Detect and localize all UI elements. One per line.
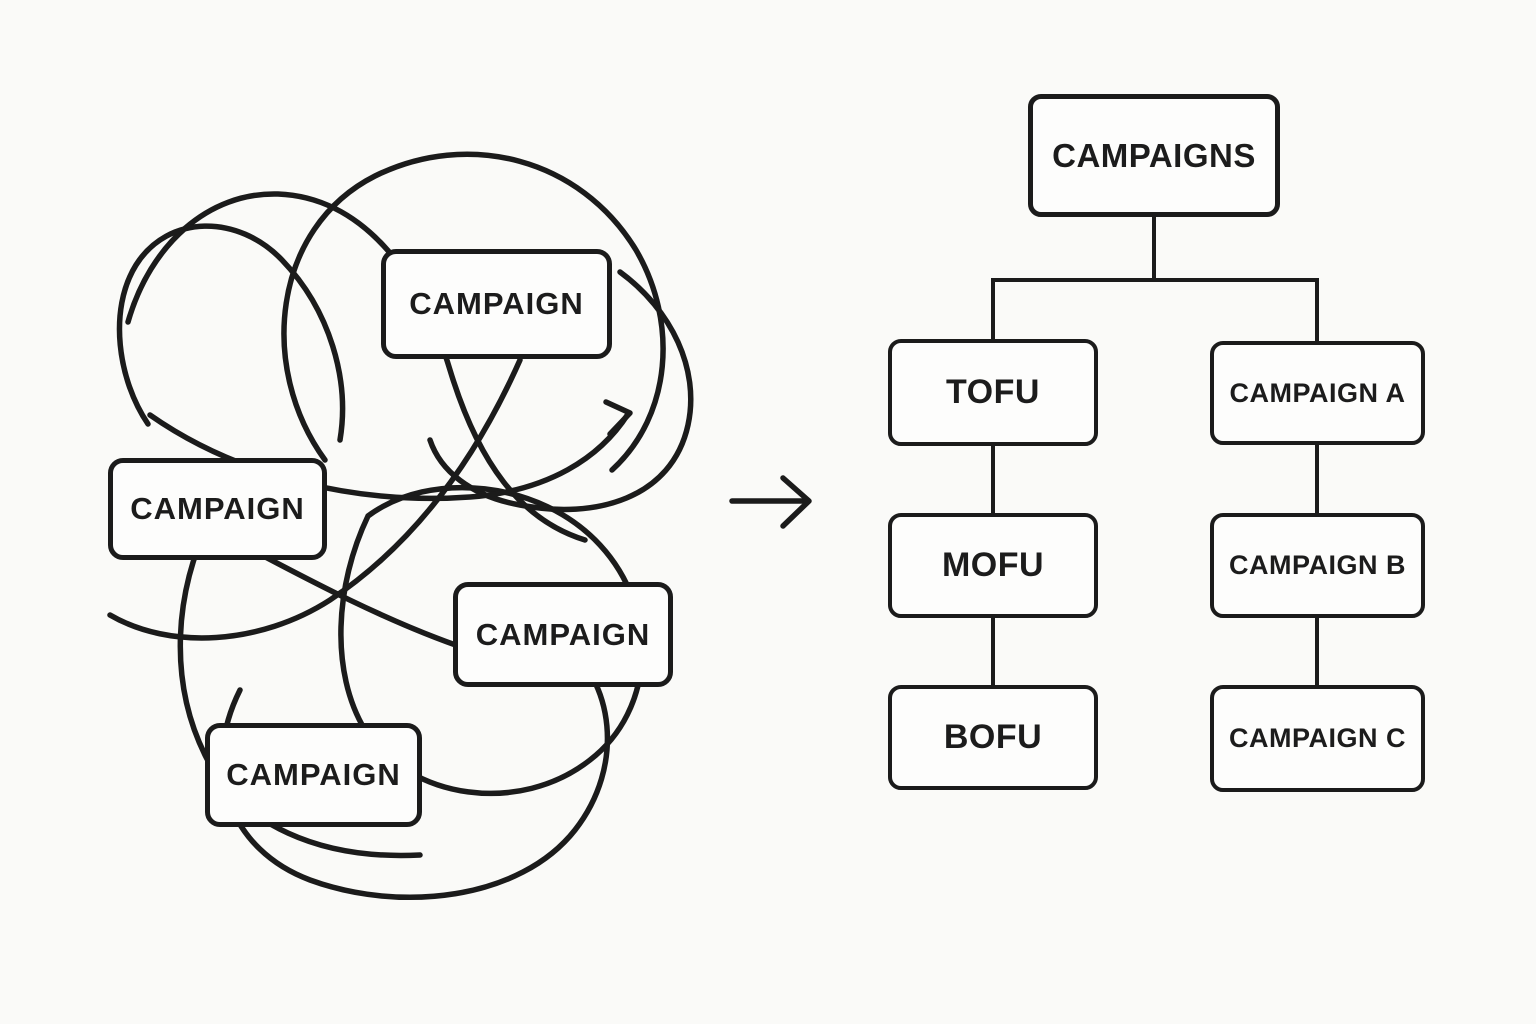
campaign-a-box: CAMPAIGN A [1210,341,1425,445]
connector-branch [991,278,1319,345]
arrow-up-right-icon [603,399,633,437]
scribble-path [116,223,346,443]
scribble-path [281,151,666,473]
right-arrow-icon [729,475,812,529]
tangled-campaign-box-1: CAMPAIGN [381,249,612,359]
tofu-box: TOFU [888,339,1098,446]
tangled-campaign-box-3: CAMPAIGN [453,582,673,687]
arrow-head [780,475,812,529]
campaign-b-box: CAMPAIGN B [1210,513,1425,618]
tangled-campaign-box-2: CAMPAIGN [108,458,327,560]
campaigns-root-box: CAMPAIGNS [1028,94,1280,217]
bofu-box: BOFU [888,685,1098,790]
mofu-box: MOFU [888,513,1098,618]
scribble-path [338,484,645,797]
campaign-c-box: CAMPAIGN C [1210,685,1425,792]
tree-connectors [991,213,1319,689]
tangled-campaign-box-4: CAMPAIGN [205,723,422,827]
